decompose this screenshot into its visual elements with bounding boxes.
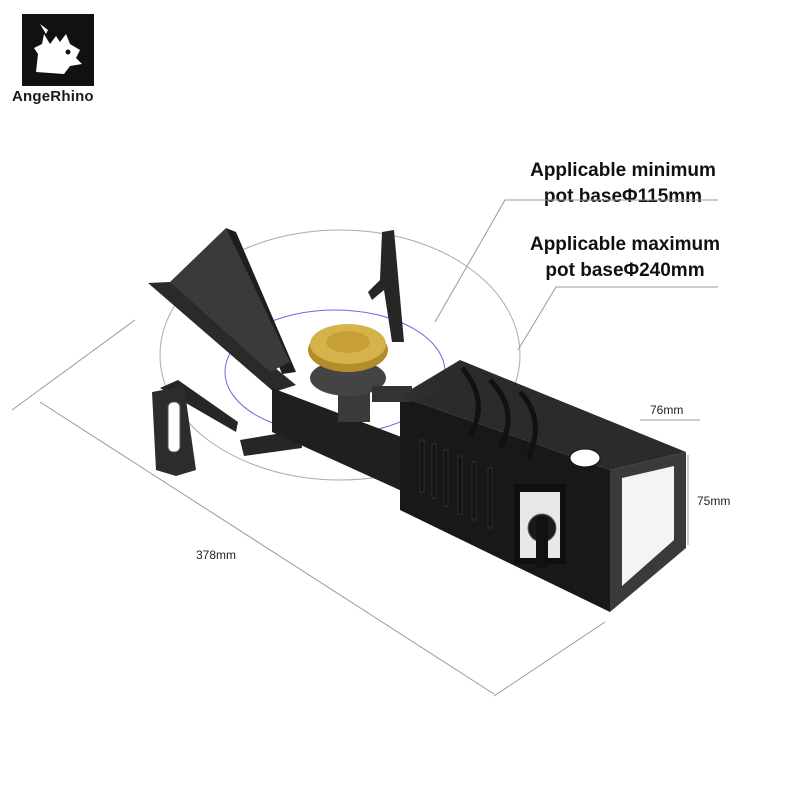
min-pot-callout: Applicable minimum pot baseΦ115mm	[498, 158, 748, 210]
left-flap	[148, 282, 296, 392]
top-hole	[569, 448, 601, 468]
min-pot-line1: Applicable minimum	[530, 160, 716, 181]
leg-handle-slot	[167, 401, 181, 453]
max-pot-line1: Applicable maximum	[529, 234, 721, 255]
pot-support-rear	[368, 230, 404, 342]
min-pot-leader	[434, 199, 718, 323]
max-pot-line2: pot baseΦ240mm	[545, 260, 705, 281]
length-ext-right	[493, 621, 606, 697]
back-flap	[226, 228, 296, 374]
width-label: 76mm	[650, 403, 684, 417]
max-pot-circle	[159, 229, 521, 481]
min-pot-line2: pot baseΦ115mm	[543, 186, 703, 207]
height-label: 75mm	[697, 494, 731, 508]
valve-pipe	[372, 386, 412, 402]
length-ext-left	[11, 319, 136, 411]
max-pot-leader	[517, 286, 718, 351]
windscreen-inner	[170, 228, 290, 372]
length-line	[39, 401, 495, 695]
vent-slots	[419, 366, 538, 529]
brand-name: AngeRhino	[12, 88, 94, 105]
vent-slot	[443, 449, 449, 507]
max-pot-callout: Applicable maximum pot baseΦ240mm	[500, 232, 750, 284]
burner-cap-center	[326, 331, 370, 353]
body-front-left	[272, 388, 404, 492]
gas-box-top	[400, 360, 686, 470]
vent-slot	[431, 443, 437, 499]
rhino-head-icon	[34, 24, 82, 74]
brand-logo	[22, 14, 94, 86]
vent-slot	[419, 439, 425, 493]
gas-box-opening	[622, 466, 674, 586]
valve-joint	[404, 378, 444, 404]
knob-handle	[536, 516, 548, 568]
vent-slot	[457, 455, 463, 515]
vent-slot	[471, 461, 477, 521]
length-label: 378mm	[196, 548, 237, 562]
vent-slot	[487, 467, 493, 529]
